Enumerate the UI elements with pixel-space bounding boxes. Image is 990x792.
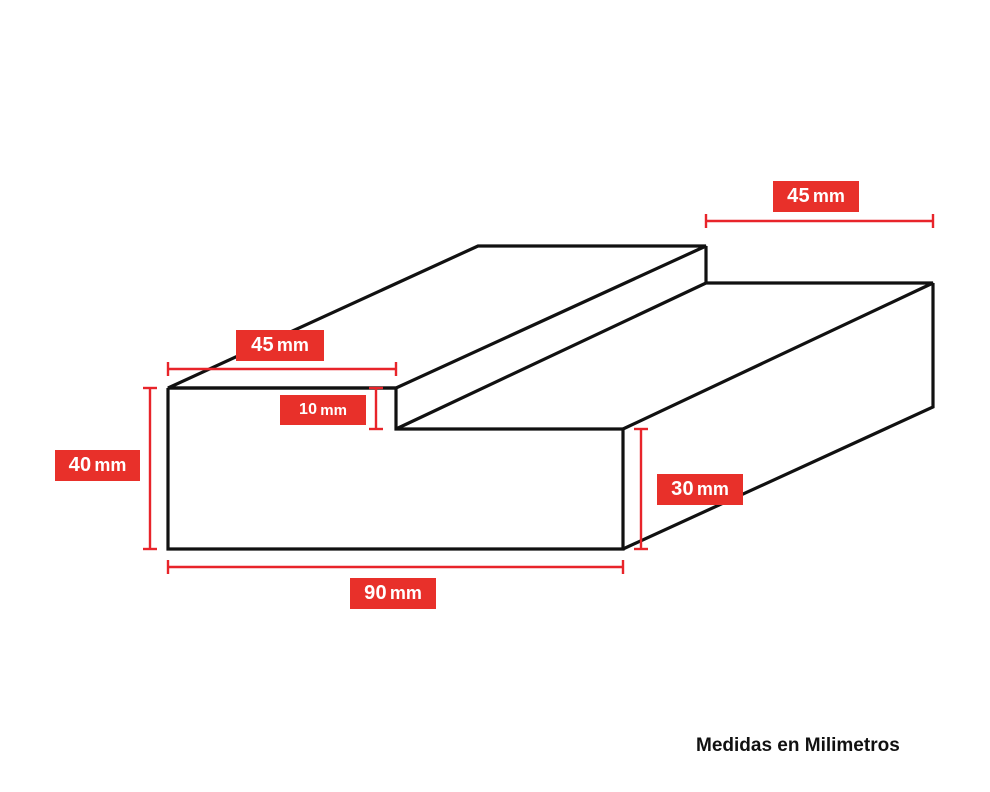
label-value: 90 — [364, 582, 387, 604]
label-unit: mm — [320, 401, 347, 419]
block-outline — [166, 244, 935, 551]
label-value: 45 — [787, 185, 810, 207]
label-unit: mm — [389, 583, 422, 603]
dimension-right-height — [634, 427, 648, 551]
label-unit: mm — [696, 479, 729, 499]
dimension-total-width — [166, 560, 625, 574]
label-value: 10 — [299, 401, 318, 418]
label-unit: mm — [276, 335, 309, 355]
caption: Medidas en Milimetros — [696, 735, 900, 756]
dimension-step-depth — [369, 386, 383, 431]
dimension-top-left — [166, 362, 398, 376]
upper-top-face-edge — [167, 244, 707, 390]
right-side-face-edge — [622, 283, 935, 551]
dimension-lines — [143, 214, 935, 574]
dimension-top-right — [704, 214, 935, 228]
label-value: 40 — [68, 454, 92, 476]
front-face-edge — [166, 386, 625, 551]
label-unit: mm — [94, 455, 127, 475]
dimension-total-height — [143, 386, 157, 551]
label-value: 30 — [671, 478, 694, 500]
label-unit: mm — [812, 186, 845, 206]
label-value: 45 — [251, 334, 274, 356]
lower-top-face-edge — [395, 281, 934, 431]
